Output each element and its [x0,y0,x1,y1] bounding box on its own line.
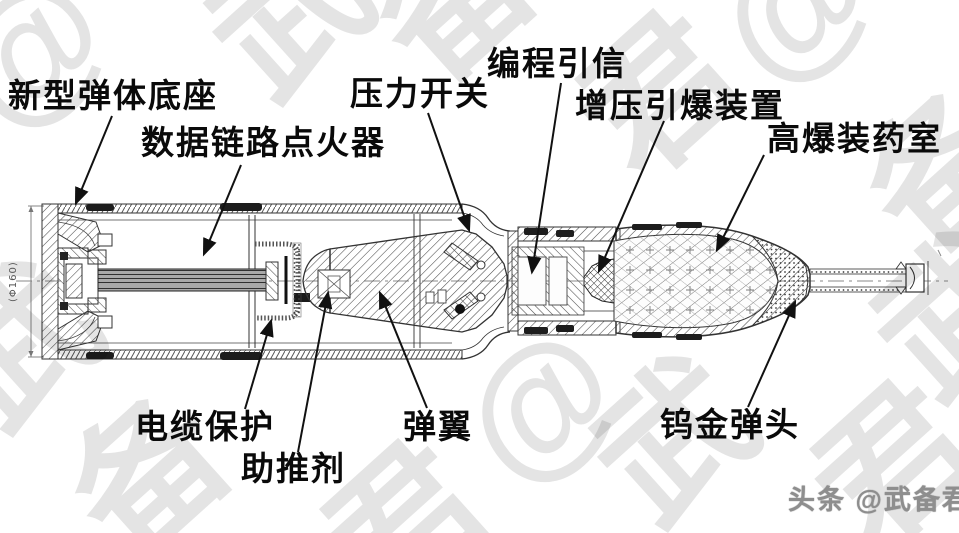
label-cable-protection: 电缆保护 [135,408,275,445]
label-data-link-igniter: 数据链路点火器 [141,124,386,161]
pressure-switch-linkage [443,242,486,320]
fuze-section [507,226,621,336]
launch-tube [57,203,511,360]
leader-he-chamber [715,154,765,253]
label-booster-detonator: 增压引爆装置 [575,87,785,124]
diameter-dimension-line [28,205,44,358]
igniter-rod [97,215,310,348]
leader-fins [378,290,428,409]
leader-booster-detonator [597,120,665,274]
inner-projectile [302,229,508,333]
leader-tungsten-warhead [747,299,797,408]
fin-hinge [425,291,435,304]
diameter-dimension-text: (Φ160) [8,261,19,302]
label-new-projectile-base: 新型弹体底座 [8,77,218,114]
leader-propellant [297,290,333,453]
label-propellant: 助推剂 [241,450,346,487]
leader-pressure-switch [427,112,471,233]
leader-data-link-igniter [202,164,242,257]
author-credit: 头条 @武备君 [788,485,959,515]
leader-cable-protection [244,318,274,410]
label-he-chamber: 高爆装药室 [767,120,942,157]
propellant-body [329,229,508,333]
fuze-electronics-box [548,256,568,306]
leader-base [74,115,113,206]
standoff-probe [809,249,942,295]
warhead-section [613,222,811,340]
label-fins: 弹翼 [403,408,473,445]
leader-programmable-fuze [527,82,562,275]
fin-hinge [437,289,447,304]
fuze-electronics-box [517,256,547,306]
label-pressure-switch: 压力开关 [350,75,490,112]
leader-arrows [74,82,797,453]
label-programmable-fuze: 编程引信 [487,45,627,82]
label-tungsten-warhead: 钨金弹头 [660,406,800,443]
base-section [41,203,113,360]
